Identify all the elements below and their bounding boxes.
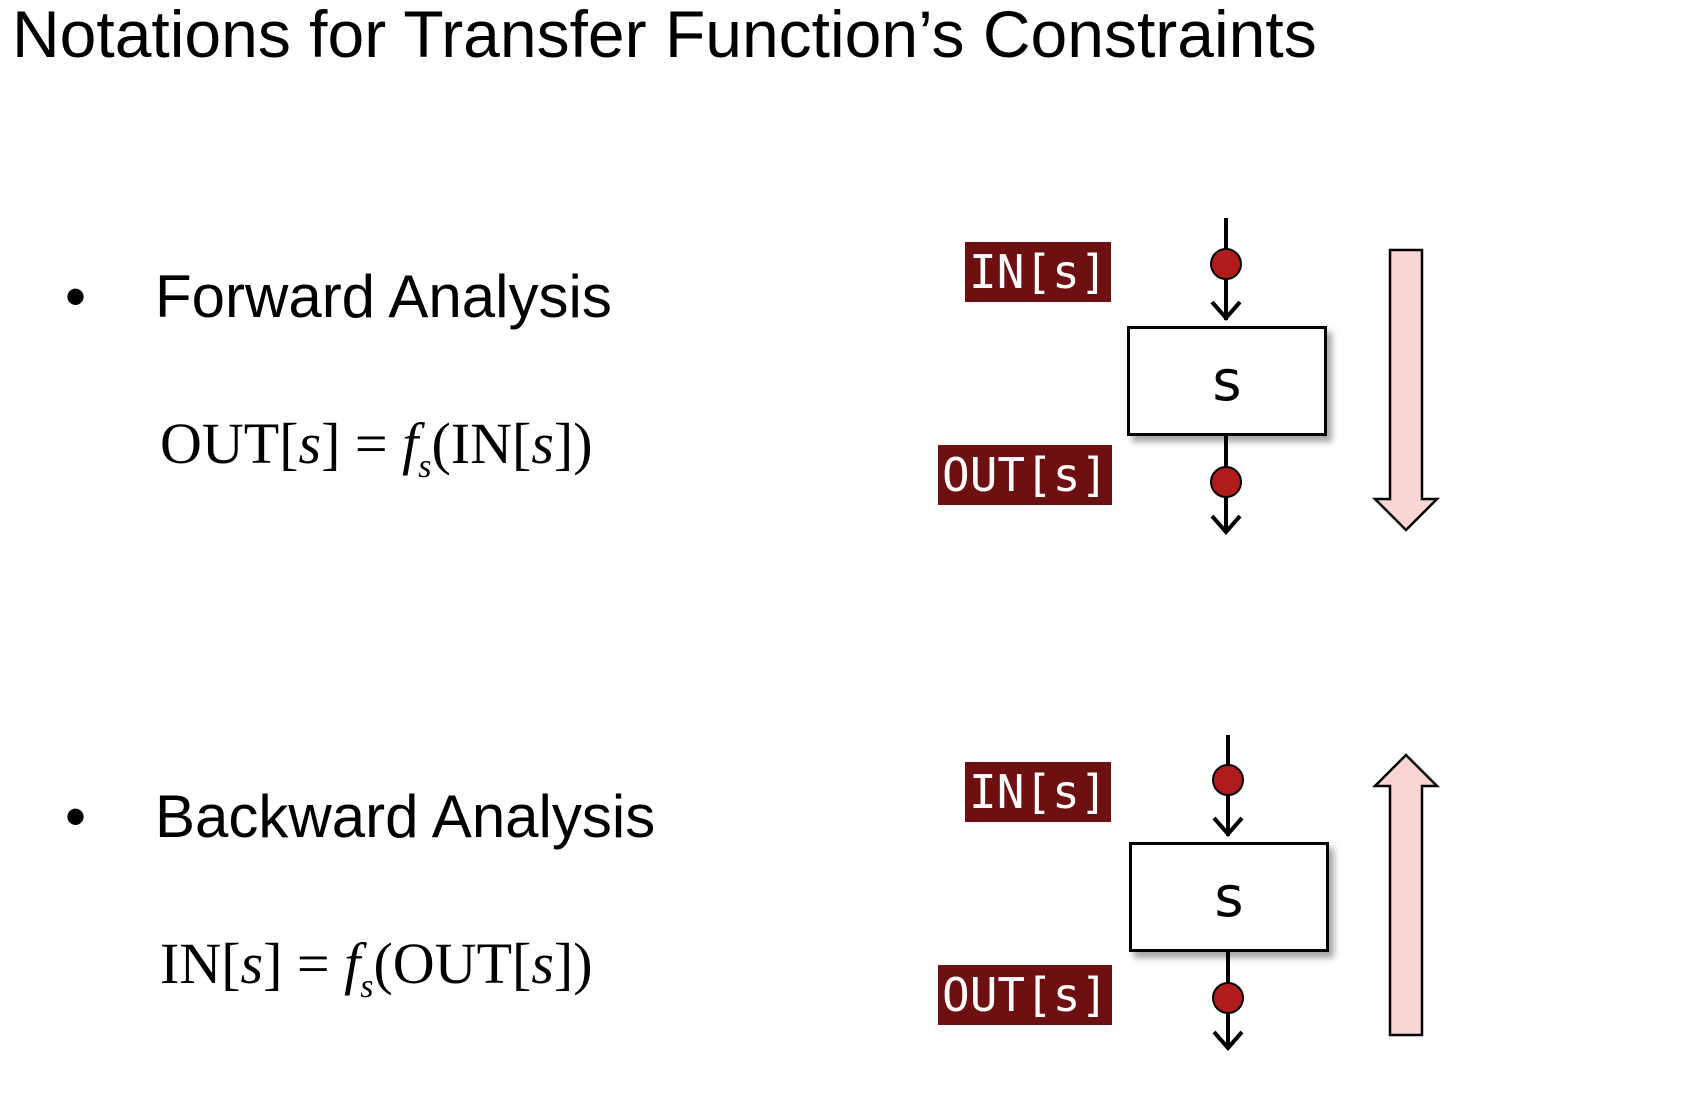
backward-in-arrowhead <box>1212 816 1244 838</box>
forward-flow-arrow <box>1371 248 1441 532</box>
backward-in-label: IN[s] <box>965 762 1112 822</box>
backward-equation: IN[s] = fs(OUT[s]) <box>160 931 593 1005</box>
slide-title: Notations for Transfer Function’s Constr… <box>12 0 1317 71</box>
forward-heading: Forward Analysis <box>155 263 612 330</box>
forward-in-dot <box>1210 248 1242 280</box>
forward-bullet: • Forward Analysis <box>65 262 612 331</box>
backward-bullet: • Backward Analysis <box>65 782 656 851</box>
backward-out-arrowhead <box>1212 1030 1244 1052</box>
forward-in-label: IN[s] <box>965 242 1112 302</box>
forward-out-arrowhead <box>1210 514 1242 536</box>
backward-statement-node: s <box>1129 842 1329 952</box>
forward-in-arrowhead <box>1210 300 1242 322</box>
backward-in-dot <box>1212 764 1244 796</box>
forward-equation: OUT[s] = fs(IN[s]) <box>160 411 593 485</box>
forward-out-dot <box>1210 466 1242 498</box>
forward-out-label: OUT[s] <box>938 445 1113 505</box>
backward-out-dot <box>1212 982 1244 1014</box>
forward-statement-node: s <box>1127 326 1327 436</box>
backward-heading: Backward Analysis <box>155 783 656 850</box>
backward-out-label: OUT[s] <box>938 965 1113 1025</box>
backward-flow-arrow <box>1371 753 1441 1037</box>
bullet-dot: • <box>65 263 87 330</box>
bullet-dot: • <box>65 783 87 850</box>
